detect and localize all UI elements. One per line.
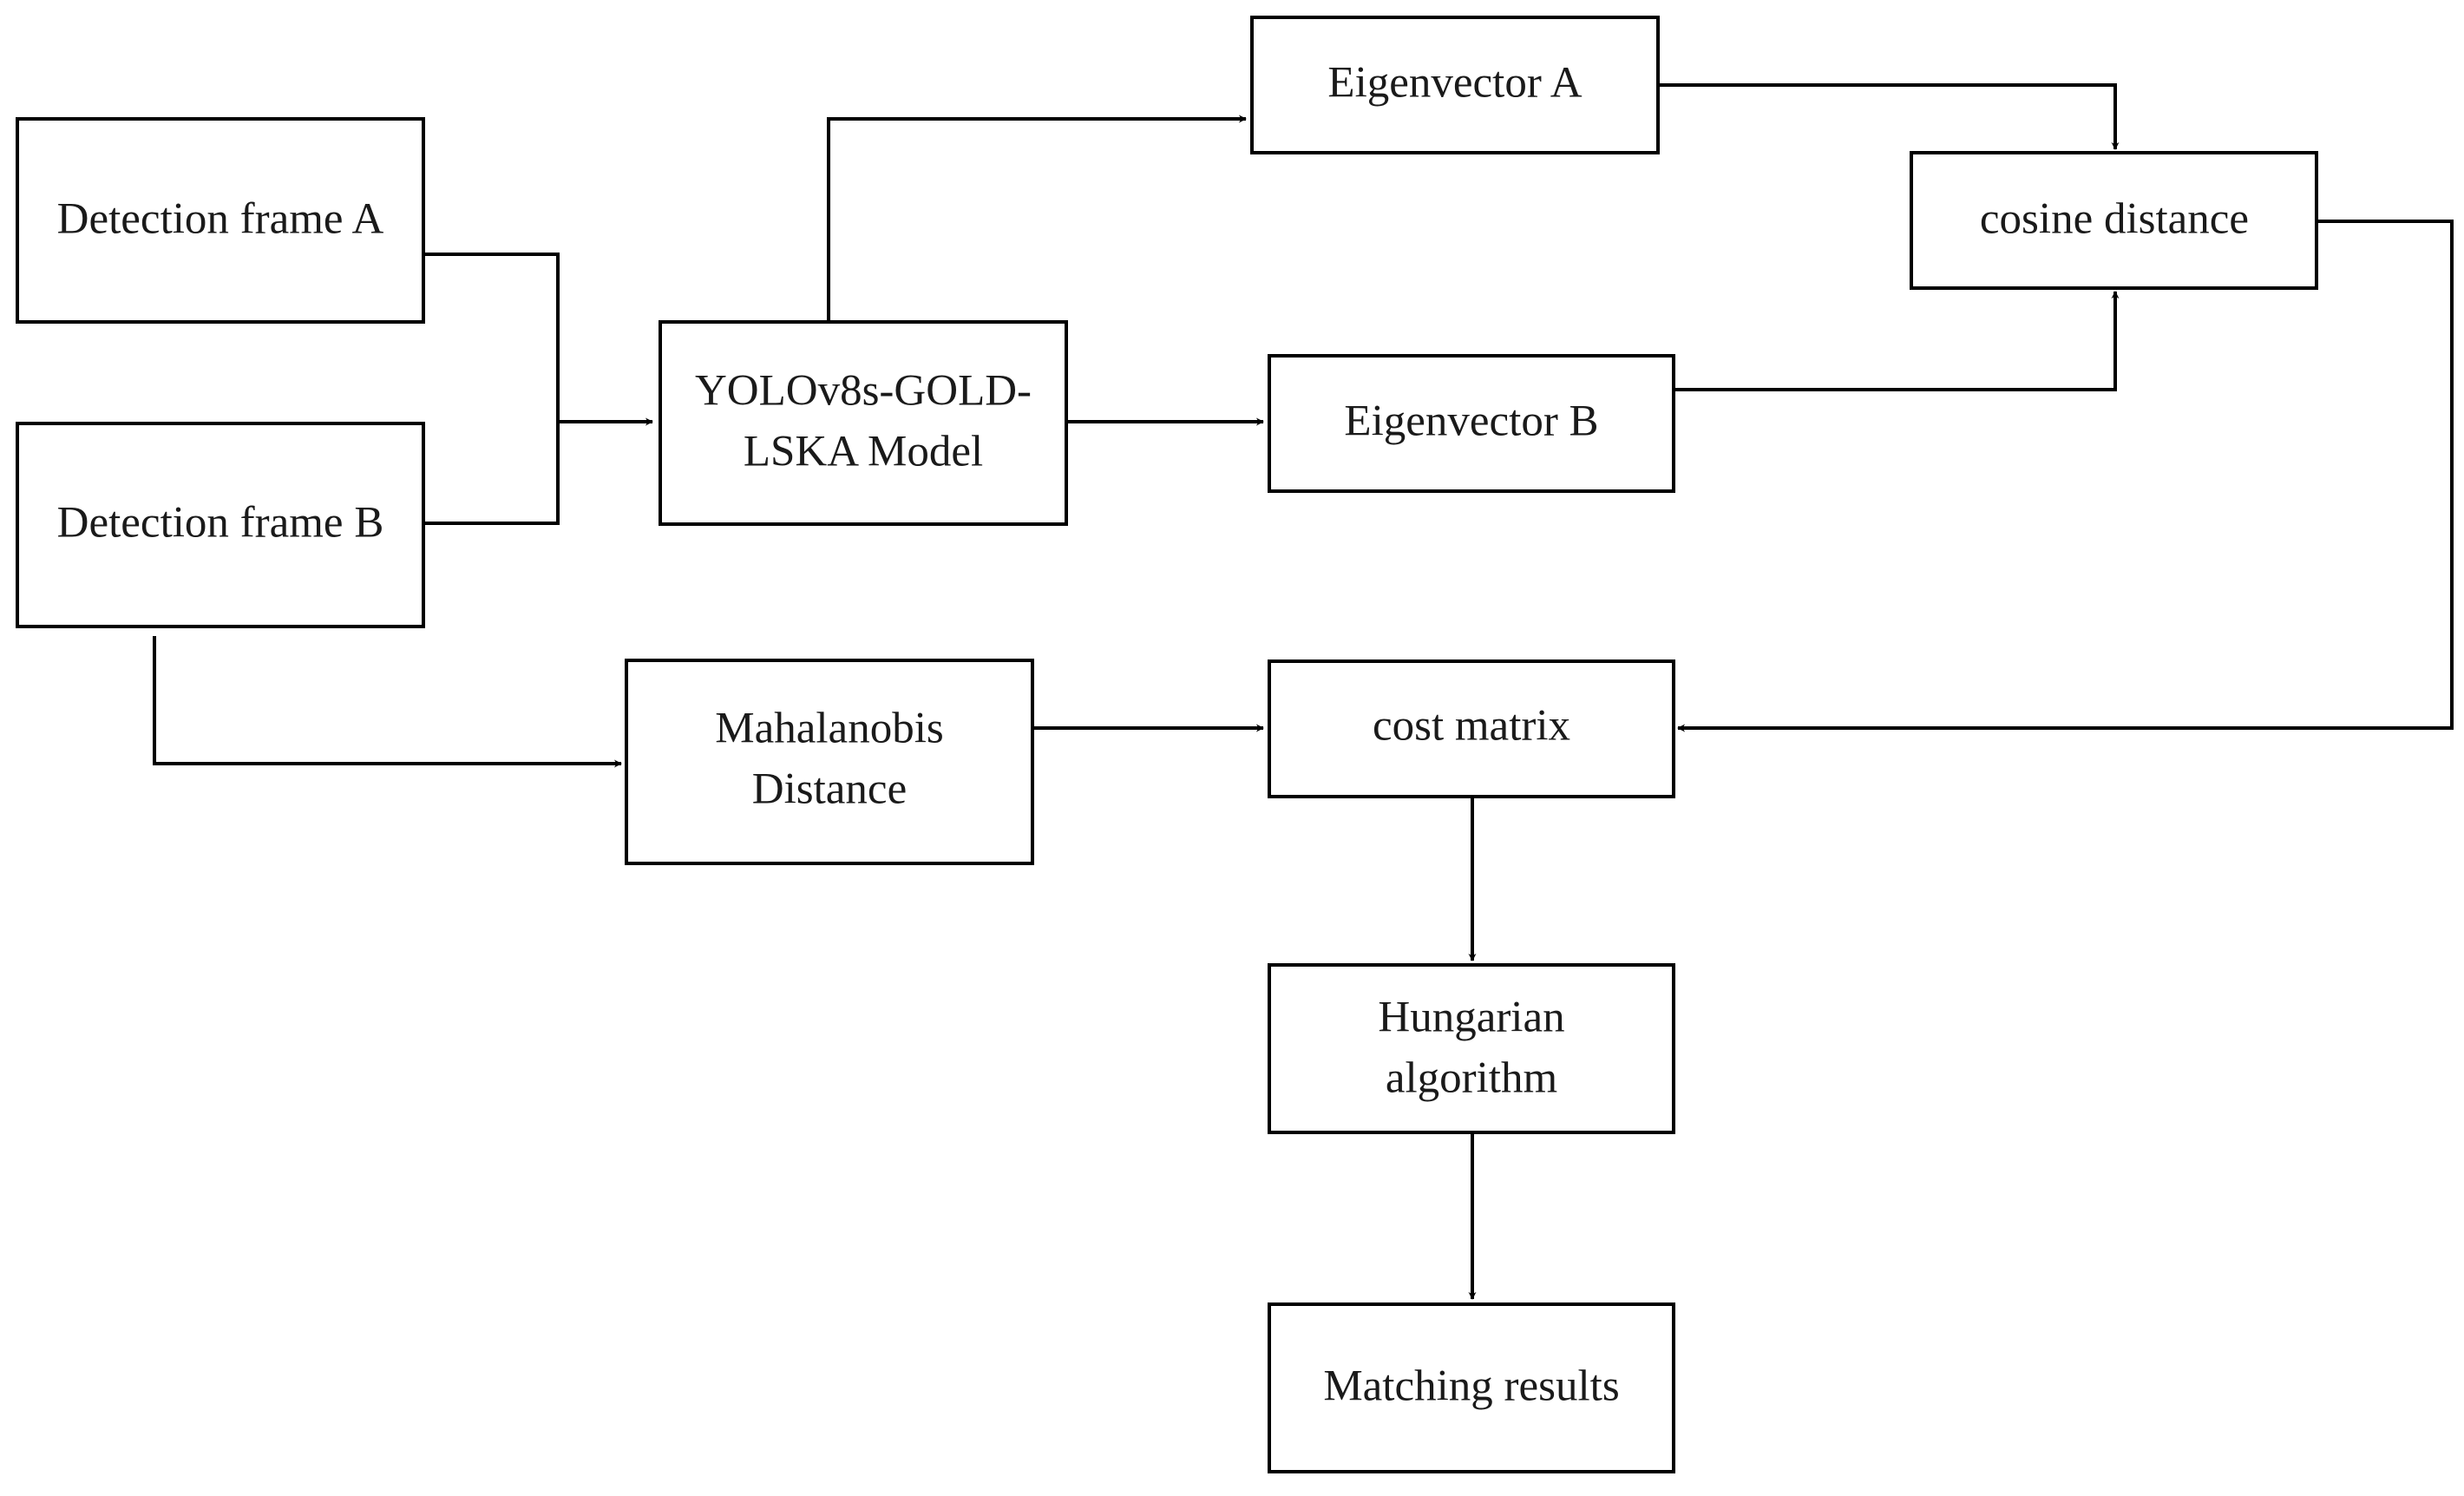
yolo-model-label-line1: YOLOv8s-GOLD- [695, 367, 1032, 416]
edge-eigenvector-b-to-cosine [1674, 291, 2120, 391]
hungarian-label-line2: algorithm [1386, 1054, 1557, 1103]
node-hungarian-algorithm: Hungarian algorithm [1268, 963, 1675, 1134]
node-detection-frame-b: Detection frame B [16, 422, 425, 628]
edge-yolo-to-eigenvector-a [827, 115, 1247, 321]
eigenvector-a-label: Eigenvector A [1327, 59, 1582, 108]
hungarian-label-line1: Hungarian [1378, 994, 1564, 1042]
edges [153, 83, 2454, 1300]
node-mahalanobis-distance: Mahalanobis Distance [625, 659, 1034, 865]
node-yolo-model: YOLOv8s-GOLD- LSKA Model [659, 320, 1068, 526]
node-detection-frame-a: Detection frame A [16, 117, 425, 324]
mahalanobis-label-line2: Distance [752, 765, 907, 814]
detection-frame-a-label: Detection frame A [57, 195, 384, 244]
edge-detection-b-to-mahalanobis [153, 636, 622, 768]
edge-detection-a-to-yolo [423, 253, 653, 426]
cosine-distance-label: cosine distance [1980, 195, 2249, 244]
cost-matrix-label: cost matrix [1373, 702, 1570, 751]
matching-results-label: Matching results [1323, 1362, 1619, 1411]
node-cost-matrix: cost matrix [1268, 659, 1675, 798]
node-eigenvector-b: Eigenvector B [1268, 354, 1675, 493]
edge-cosine-to-cost-matrix [1677, 220, 2454, 732]
edge-detection-b-to-yolo [423, 422, 560, 525]
eigenvector-b-label: Eigenvector B [1344, 397, 1598, 446]
node-matching-results: Matching results [1268, 1302, 1675, 1473]
node-eigenvector-a: Eigenvector A [1250, 16, 1660, 154]
node-cosine-distance: cosine distance [1910, 151, 2318, 290]
mahalanobis-label-line1: Mahalanobis [715, 705, 943, 753]
edge-eigenvector-a-to-cosine [1658, 83, 2120, 150]
yolo-model-label-line2: LSKA Model [744, 428, 983, 476]
detection-frame-b-label: Detection frame B [57, 499, 384, 548]
